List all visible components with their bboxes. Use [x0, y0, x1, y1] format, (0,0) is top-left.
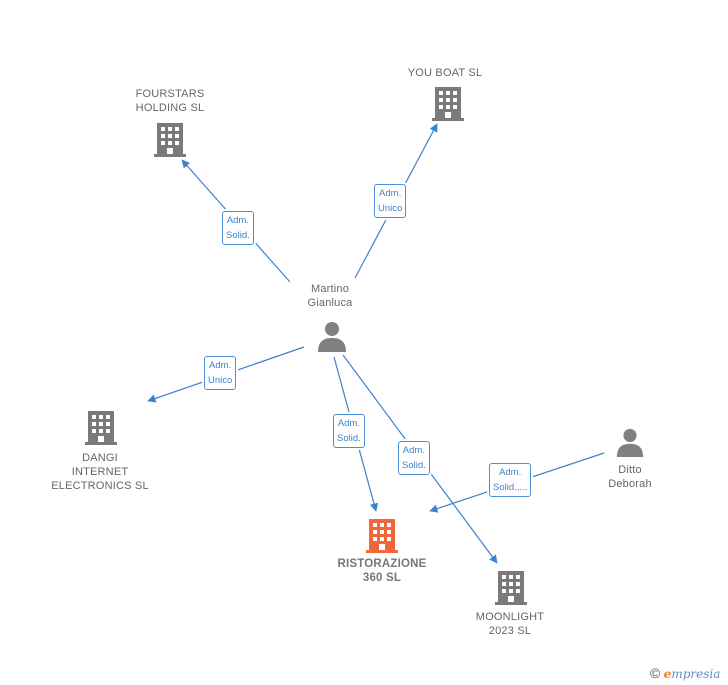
- node-label-ditto[interactable]: Ditto Deborah: [608, 464, 652, 490]
- node-label-dangi[interactable]: DANGI INTERNET ELECTRONICS SL: [51, 452, 149, 492]
- edge-label-martino-ristorazione[interactable]: Adm. Solid.: [333, 414, 365, 448]
- node-label-fourstars[interactable]: FOURSTARS HOLDING SL: [135, 88, 205, 114]
- node-label-youboat[interactable]: YOU BOAT SL: [407, 67, 483, 79]
- node-label-ristorazione[interactable]: RISTORAZIONE 360 SL: [337, 558, 427, 584]
- edge-label-martino-dangi[interactable]: Adm. Unico: [204, 356, 237, 390]
- building-icon-ristorazione[interactable]: [366, 519, 398, 553]
- edge-label-ditto-ristorazione[interactable]: Adm. Solid.,...: [489, 463, 532, 497]
- copyright-symbol: ©: [650, 665, 661, 681]
- edge-label-martino-fourstars[interactable]: Adm. Solid.: [222, 211, 254, 245]
- building-icon-youboat[interactable]: [432, 87, 464, 121]
- person-icon-martino[interactable]: [318, 322, 346, 352]
- nodes-layer: [85, 87, 644, 605]
- node-label-martino[interactable]: Martino Gianluca: [307, 283, 353, 309]
- brand-initial: e: [663, 667, 672, 681]
- brand-logo: © empresia: [650, 665, 720, 681]
- edge-label-martino-moonlight[interactable]: Adm. Solid.: [398, 441, 430, 475]
- building-icon-moonlight[interactable]: [495, 571, 527, 605]
- building-icon-dangi[interactable]: [85, 411, 117, 445]
- person-icon-ditto[interactable]: [616, 428, 644, 457]
- brand-name: mpresia: [671, 667, 721, 681]
- building-icon-fourstars[interactable]: [154, 123, 186, 157]
- node-label-moonlight[interactable]: MOONLIGHT 2023 SL: [475, 611, 545, 637]
- edge-label-martino-youboat[interactable]: Adm. Unico: [374, 184, 407, 218]
